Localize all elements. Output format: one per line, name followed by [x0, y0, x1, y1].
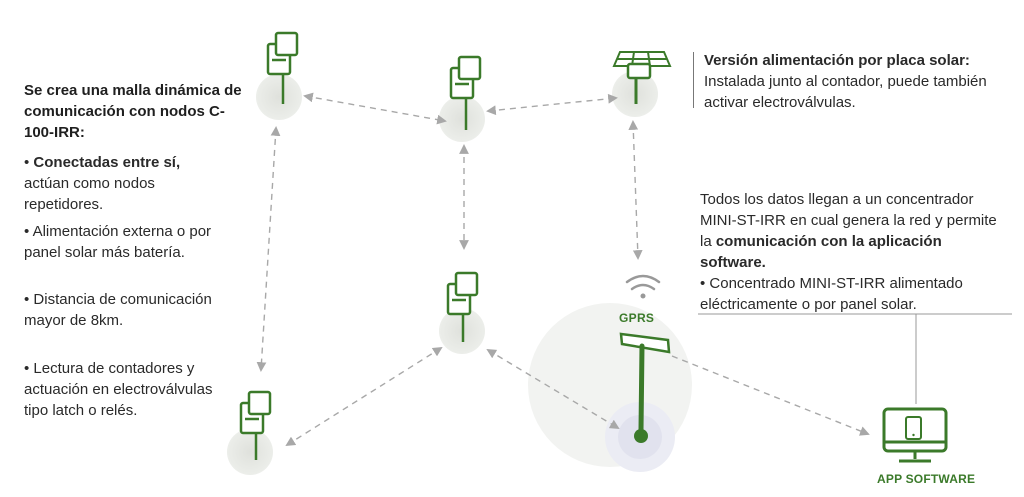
solar-note-bold: Versión alimentación por placa solar: [704, 52, 970, 69]
link-to-app [671, 355, 870, 436]
meter-node-icon [449, 55, 482, 130]
gprs-signal-icon [625, 274, 661, 299]
list-item-text: Alimentación externa o por panel solar m… [24, 223, 212, 261]
list-item: • Distancia de comunicación mayor de 8km… [24, 291, 212, 329]
link [486, 348, 620, 430]
concentrator-icon [619, 332, 671, 443]
solar-node-icon [612, 51, 672, 104]
list-item: • Conectadas entre sí, actúan como nodos… [24, 154, 181, 213]
link [486, 93, 618, 116]
list-item-bold: Conectadas entre sí, [33, 154, 181, 171]
concentrator-note-bold: comunicación con la aplicación software. [700, 233, 942, 271]
list-item: • Lectura de contadores y actuación en e… [24, 360, 213, 419]
list-item: • Alimentación externa o por panel solar… [24, 223, 212, 261]
meter-node-icon [446, 271, 479, 342]
app-software-label: APP SOFTWARE [877, 472, 976, 486]
solar-note: Versión alimentación por placa solar: In… [704, 50, 1014, 113]
concentrator-note-bullet: • Concentrado MINI-ST-IRR alimentado elé… [700, 275, 963, 313]
app-software-icon [882, 407, 948, 463]
node-halo [256, 74, 302, 120]
concentrator-note-text: Todos los datos llegan a un concentrador… [700, 191, 997, 250]
link [256, 126, 281, 372]
node-halo [439, 96, 485, 142]
link [285, 346, 443, 447]
list-item-text: Lectura de contadores y actuación en ele… [24, 360, 213, 419]
meter-node-icon [266, 31, 299, 104]
concentrator-note: Todos los datos llegan a un concentrador… [700, 189, 1000, 315]
node-halo [227, 429, 273, 475]
gprs-label: GPRS [619, 311, 655, 325]
list-item-text: Distancia de comunicación mayor de 8km. [24, 291, 212, 329]
link [303, 92, 447, 125]
list-item-text: actúan como nodos repetidores. [24, 175, 155, 213]
intro-heading: Se crea una malla dinámica de comunicaci… [24, 82, 242, 141]
link [628, 120, 643, 260]
solar-note-text: Instalada junto al contador, puede tambi… [704, 73, 987, 111]
meter-node-icon [239, 390, 272, 460]
solar-note-rule [693, 52, 694, 108]
